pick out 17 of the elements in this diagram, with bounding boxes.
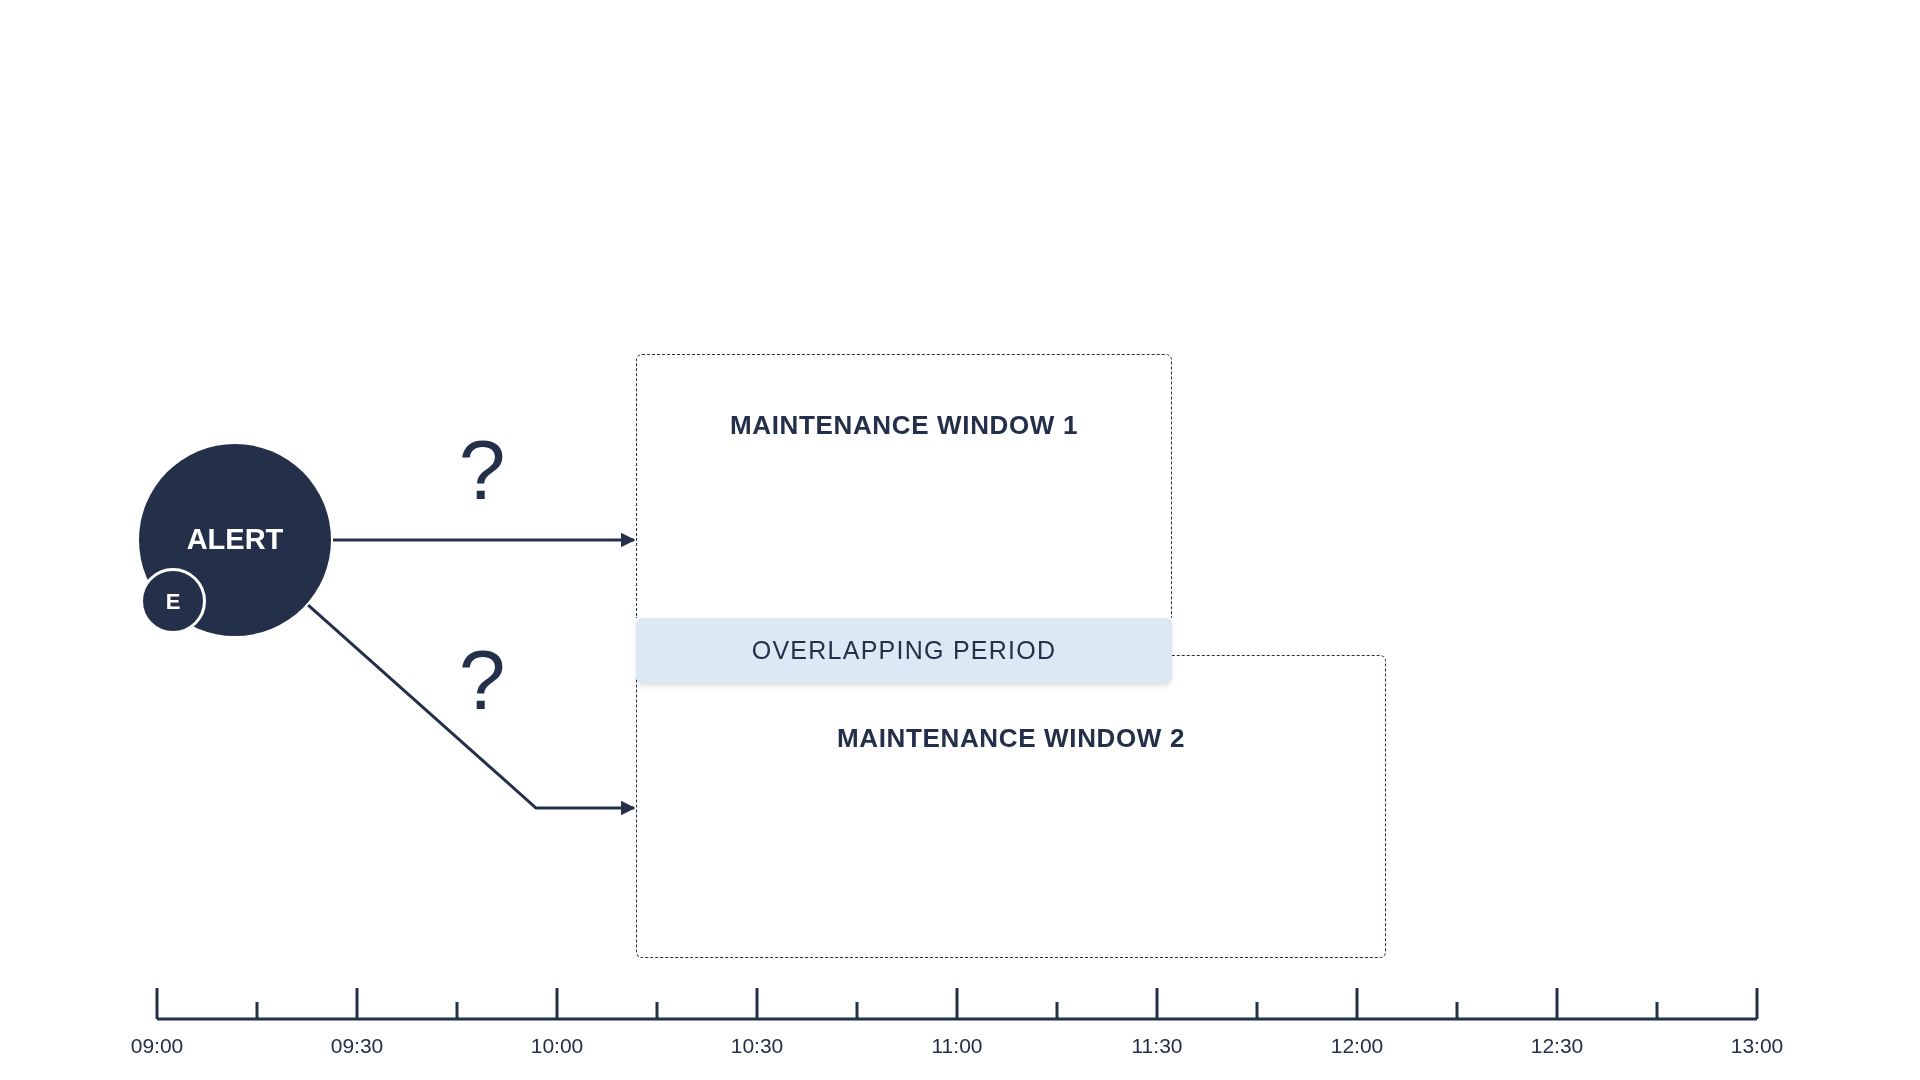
time-label: 11:30 xyxy=(1131,1033,1183,1059)
arrow xyxy=(307,604,636,816)
overlap-band xyxy=(636,618,1172,683)
time-label: 09:00 xyxy=(130,1033,184,1059)
time-label: 10:00 xyxy=(530,1033,584,1059)
time-label: 13:00 xyxy=(1730,1033,1784,1059)
badge-letter: E xyxy=(165,587,181,616)
time-label: 10:30 xyxy=(730,1033,784,1059)
window-title: MAINTENANCE WINDOW 1 xyxy=(729,409,1079,442)
band-label: OVERLAPPING PERIOD xyxy=(751,634,1057,666)
time-label: 12:30 xyxy=(1530,1033,1584,1059)
circle-label: ALERT xyxy=(186,522,284,558)
arrow xyxy=(333,532,636,548)
window-title: MAINTENANCE WINDOW 2 xyxy=(836,722,1186,755)
time-label: 11:00 xyxy=(931,1033,983,1059)
time-label: 09:30 xyxy=(330,1033,384,1059)
time-label: 12:00 xyxy=(1330,1033,1384,1059)
